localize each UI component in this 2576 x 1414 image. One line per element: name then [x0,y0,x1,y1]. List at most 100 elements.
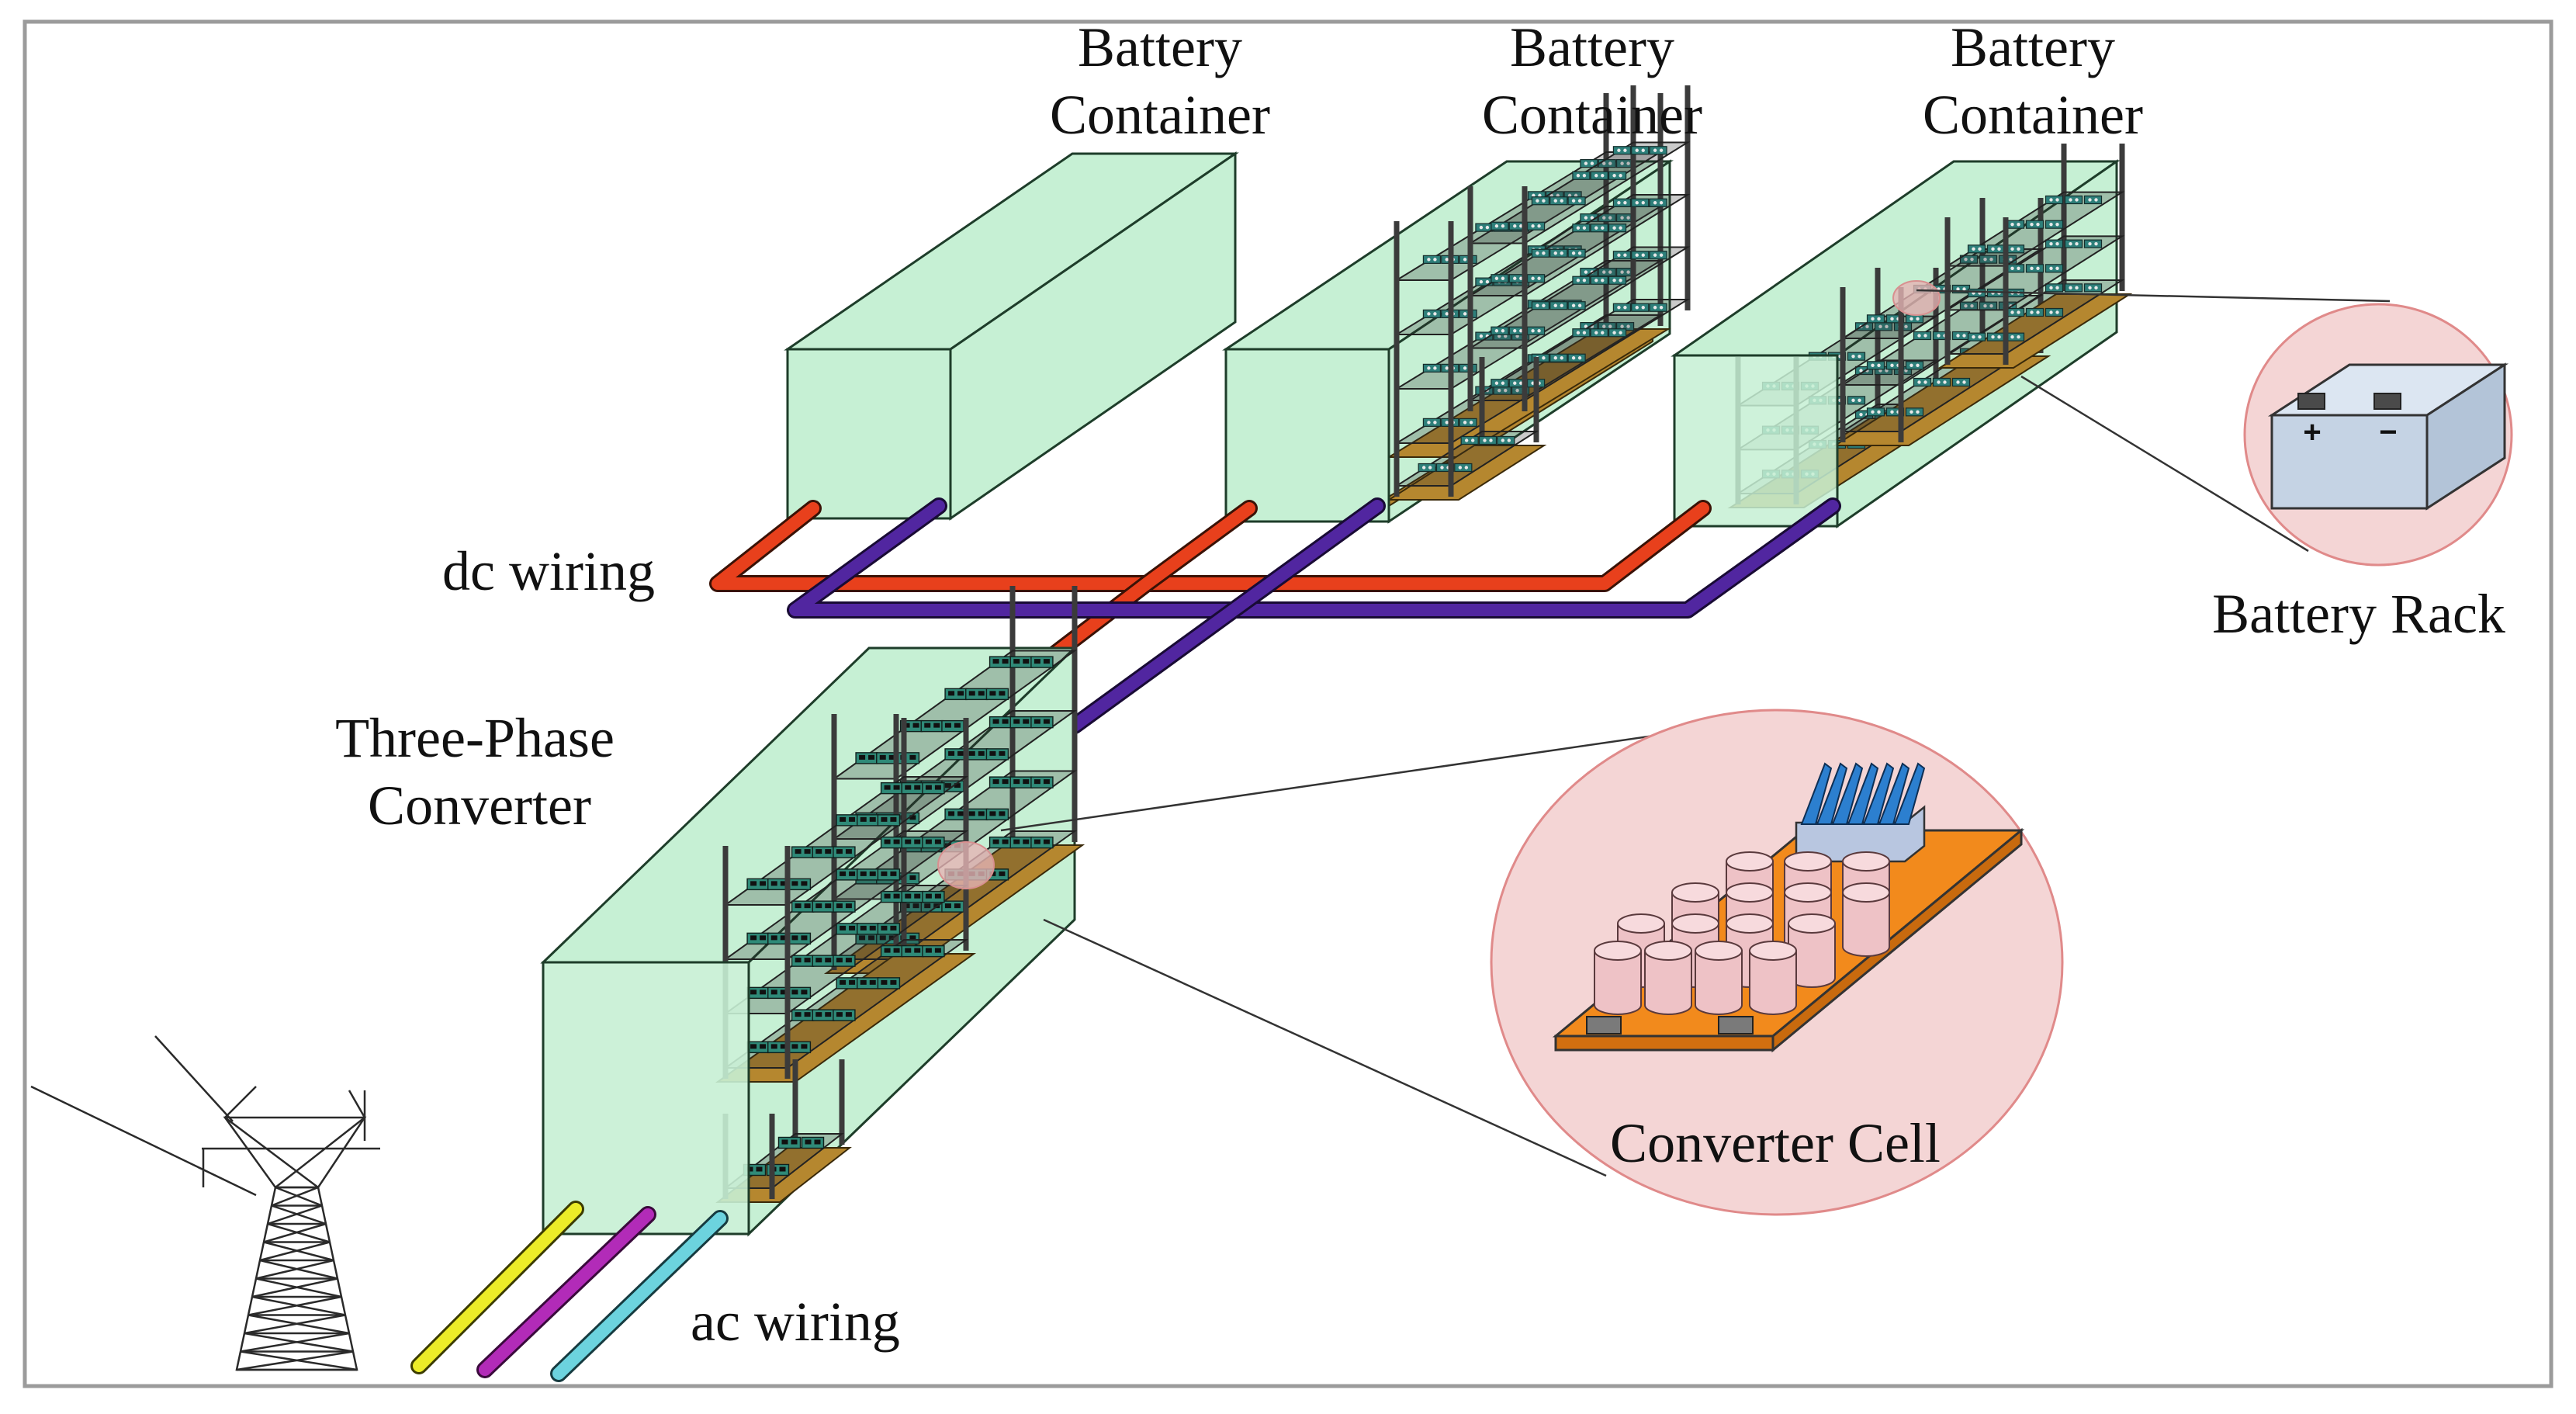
module [2006,307,2025,317]
module [1454,463,1473,473]
module [746,878,770,891]
module [1866,407,1885,417]
module [2025,307,2045,317]
module [1549,248,1568,258]
heatsink-fin [1831,762,1864,825]
tower-brace [251,1295,346,1316]
module [833,955,856,967]
module [1967,332,1986,341]
module [922,890,945,903]
module [1905,407,1924,417]
tower-brace [259,1259,338,1280]
tower-brace [271,1186,319,1207]
module [965,748,989,761]
converter-cell-zoom [1000,709,2064,1216]
module [857,814,880,827]
module [791,900,815,913]
module [788,878,812,891]
heatsink-fin [1800,762,1833,825]
module [989,836,1013,849]
module [788,932,812,945]
module [1986,332,2006,341]
heatsink-fin [1847,762,1879,825]
module [836,977,859,989]
module [2025,264,2045,273]
module [2006,332,2025,341]
module [985,808,1009,821]
module [922,836,945,849]
module [922,944,945,958]
module [944,688,968,701]
rack [1386,93,1671,458]
module [791,955,815,967]
converter-racks [715,586,1085,1203]
module [1572,224,1591,233]
three-phase-converter [540,586,1085,1237]
pcb-connector-left [1586,1016,1622,1035]
module [922,782,945,795]
module [857,923,880,935]
module [1531,248,1550,258]
pcb-connector-right [1718,1016,1754,1035]
module [1986,244,2006,254]
battery-container-2-label-line2: Container [1482,84,1702,146]
module [812,846,835,858]
module [1491,379,1509,388]
module [2064,239,2083,248]
module [1009,656,1033,668]
module [1590,276,1608,285]
rack [1467,85,1691,411]
module [836,814,859,827]
module [1531,301,1550,310]
module [836,923,859,935]
module [1030,656,1054,668]
module [1491,326,1509,335]
module [2083,283,2103,293]
module [989,716,1013,729]
module [1567,301,1586,310]
module [1608,328,1627,338]
module [833,900,856,913]
tower-arm [348,1090,366,1118]
three-phase-converter-label-line1: Three-Phase [335,707,615,769]
module [791,846,815,858]
transmission-tower-icon [30,1035,380,1371]
module [1526,274,1546,283]
module [801,1136,825,1149]
tower-brace [271,1204,327,1225]
module [1608,171,1627,180]
module [1951,377,1971,387]
module [877,923,901,935]
module [1497,435,1515,445]
module [880,782,904,795]
battery-container-1-label-line1: Battery [1078,16,1242,78]
module [1009,836,1033,849]
module [788,1041,812,1054]
tower-brace [263,1222,327,1243]
module [1526,326,1546,335]
battery-container-2-label-line1: Battery [1510,16,1674,78]
module [1567,248,1586,258]
converter-highlight-spot [937,841,995,889]
module [1913,331,1932,341]
module [877,814,901,827]
module [2083,239,2103,248]
module [1009,776,1033,788]
tower-brace [275,1186,323,1207]
tower-brace [255,1277,342,1298]
capacitor [1644,941,1692,1015]
module [1491,221,1509,230]
module [1030,776,1054,788]
converter-cell-label: Converter Cell [1610,1112,1941,1174]
module [985,688,1009,701]
module [1422,418,1442,427]
heatsink-fin [1862,762,1895,825]
tower-brace [263,1241,334,1262]
module [836,868,859,881]
module [2025,220,2045,229]
module [1967,288,1986,298]
module [833,1009,856,1021]
module [2064,283,2083,293]
battery-container-3-label-line1: Battery [1951,16,2115,78]
